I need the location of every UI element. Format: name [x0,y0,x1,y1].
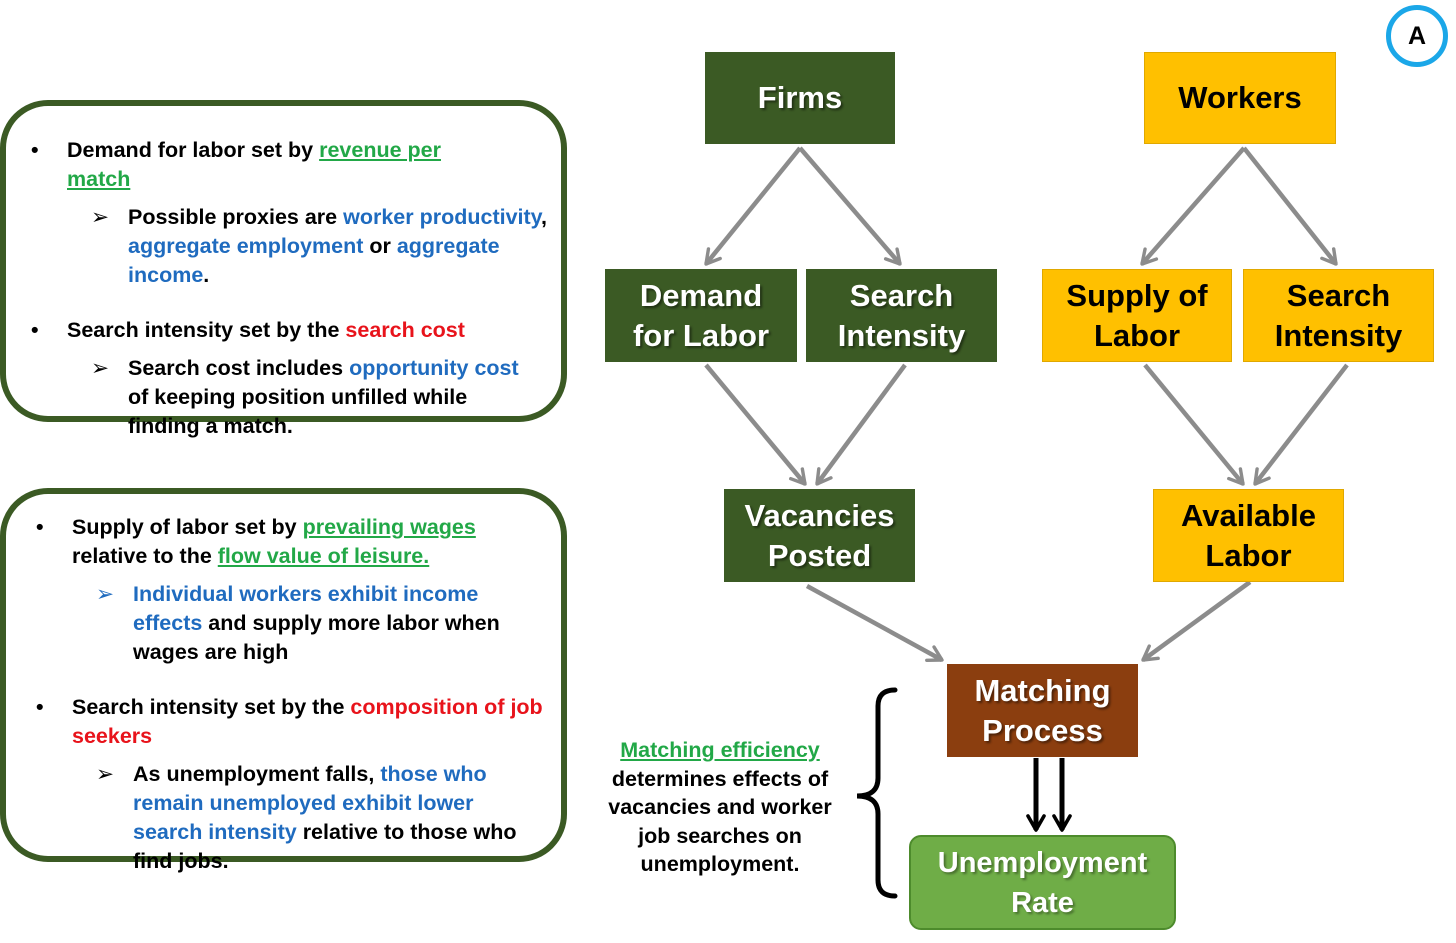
firms-explanation-panel [0,100,567,422]
firms-box: Firms [705,52,895,144]
workers-bullet-search: • Search intensity set by the compositio… [36,695,543,748]
workers-sub-income: ➢ Individual workers exhibit income effe… [96,582,500,664]
matching-efficiency-note: Matching efficiency determines effects o… [608,738,832,876]
arrow-search-to-available [1253,363,1349,486]
arrow-supply-to-available [1143,363,1245,486]
arrow-search-to-vacancies [815,363,907,486]
bullet-marker: • [31,138,39,162]
workers-explanation-panel [0,488,567,862]
firms-sub-proxies: ➢ Possible proxies are worker productivi… [91,205,548,287]
workers-bullet-supply: • Supply of labor set by prevailing wage… [36,515,476,568]
section-badge: A [1386,5,1448,67]
revenue-per-match-link: revenue per match [67,138,441,191]
arrow-workers-to-search [1242,146,1338,266]
arrow-firms-to-demand [704,146,802,266]
bullet-marker: • [31,318,39,342]
arrow-firms-to-search [798,146,902,266]
firms-sub-search-cost: ➢ Search cost includes opportunity cost … [91,356,519,438]
arrow-demand-to-vacancies [704,363,807,486]
workers-sub-composition: ➢ As unemployment falls, those who remai… [96,762,517,873]
bullet-marker: • [36,695,44,719]
curly-brace [856,687,898,899]
arrow-available-to-matching [1141,580,1252,662]
matching-efficiency-link: Matching efficiency [620,738,820,762]
arrow-marker: ➢ [96,582,115,606]
bullet-marker: • [36,515,44,539]
arrow-marker: ➢ [91,356,110,380]
arrow-workers-to-supply [1140,146,1246,266]
firms-bullet-search: • Search intensity set by the search cos… [31,316,547,345]
arrow-marker: ➢ [96,762,115,786]
arrow-marker: ➢ [91,205,110,229]
workers-box: Workers [1144,52,1336,144]
firms-bullet-demand: • Demand for labor set by revenue per ma… [31,138,441,191]
arrow-vacancies-to-matching [805,584,944,662]
